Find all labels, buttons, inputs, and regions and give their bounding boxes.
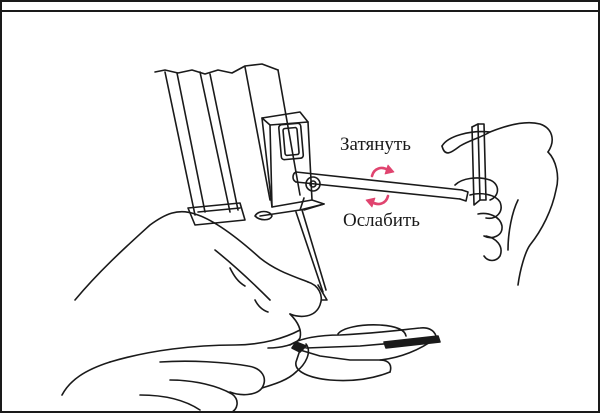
needle-bar-housing — [155, 64, 300, 225]
right-hand — [442, 123, 558, 285]
presser-foot — [290, 325, 440, 381]
rotation-arrows — [366, 165, 394, 207]
left-hand — [62, 212, 321, 413]
tighten-label: Затянуть — [340, 134, 411, 156]
needle-clamp — [255, 112, 324, 220]
counterclockwise-arrow-icon — [366, 196, 388, 207]
needle — [296, 210, 327, 300]
clockwise-arrow-icon — [372, 165, 394, 176]
loosen-label: Ослабить — [343, 210, 420, 232]
